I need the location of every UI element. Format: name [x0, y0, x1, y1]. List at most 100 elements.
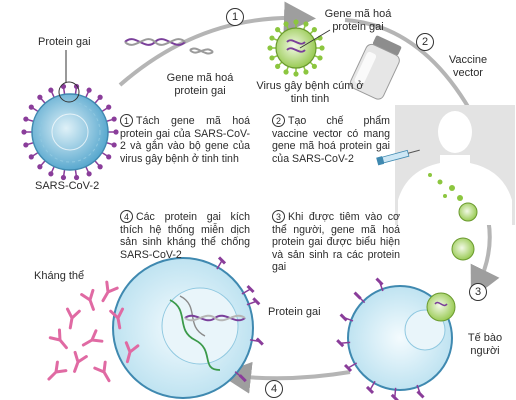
- spike-head: [283, 21, 289, 27]
- vector-virus: [267, 19, 325, 77]
- antibody-shape: [80, 288, 95, 311]
- cell-protein-gai: [336, 277, 425, 400]
- spike-head: [37, 94, 43, 100]
- label-sars-cov-2: SARS-CoV-2: [35, 180, 100, 192]
- protein-gai-head: [365, 385, 375, 395]
- vector-virus-small-2: [451, 237, 475, 261]
- step-number-4: 4: [120, 210, 133, 223]
- protein-gai-head: [375, 277, 384, 286]
- dna-helix-icon: [124, 38, 214, 55]
- protein-gai-head: [252, 297, 261, 306]
- spike-head: [73, 174, 80, 181]
- vector-particles: [428, 173, 463, 201]
- spike-head: [23, 116, 29, 122]
- step-number-1: 1: [120, 114, 133, 127]
- protein-gai-head: [217, 256, 227, 265]
- spike-head: [275, 63, 281, 69]
- syringe-icon: [376, 149, 420, 166]
- vector-virus-small-1: [458, 202, 478, 222]
- spike-head: [269, 35, 275, 41]
- spike-head: [21, 129, 27, 135]
- spike-head: [293, 71, 299, 77]
- label-khang-the: Kháng thể: [34, 270, 85, 282]
- spike-head: [86, 87, 92, 93]
- spike-head: [28, 154, 34, 160]
- protein-gai-head: [353, 291, 362, 300]
- spike-head: [311, 27, 317, 33]
- antibody-shape: [73, 350, 88, 373]
- protein-gai-head: [238, 374, 247, 383]
- step-badge-4: 4: [265, 380, 283, 398]
- spike-head: [97, 164, 103, 170]
- antibody-icon: [109, 307, 125, 330]
- antibody-icon: [47, 360, 68, 381]
- gene-pointer-line: [299, 29, 331, 49]
- antibody-shape: [101, 280, 119, 303]
- spike-head: [269, 55, 275, 61]
- protein-gai-head: [339, 313, 348, 322]
- step-badge-2: 2: [416, 33, 434, 51]
- protein-gai-mark: [347, 362, 358, 369]
- spike-head: [106, 154, 112, 160]
- antibody-icon: [65, 307, 81, 330]
- spike-head: [48, 171, 54, 177]
- spike-head: [60, 174, 67, 181]
- antibody-icon: [101, 280, 119, 303]
- human-cell: [347, 285, 453, 391]
- spike-head: [28, 104, 34, 110]
- antibody-icon: [73, 350, 88, 373]
- spike-head: [37, 164, 43, 170]
- spike-head: [106, 104, 112, 110]
- step-number-3: 3: [272, 210, 285, 223]
- antibody-shape: [93, 360, 111, 383]
- protein-gai-mark: [241, 288, 251, 295]
- antibody-shape: [48, 328, 68, 350]
- antibody-shape: [124, 341, 140, 364]
- spike-head: [48, 87, 54, 93]
- protein-gai-mark: [216, 260, 223, 270]
- spike-head: [111, 116, 117, 122]
- spike-head: [319, 45, 325, 51]
- antibody-icon: [93, 360, 111, 383]
- spike-head: [303, 69, 309, 75]
- antibody-shape: [65, 307, 81, 330]
- step-description-1: Tách gene mã hoá protein gai của SARS-Co…: [120, 115, 250, 165]
- vector-in-cell: [426, 292, 456, 322]
- step-number-2: 2: [272, 114, 285, 127]
- label-gene-ma-hoa-top: Gene mã hoá protein gai: [324, 8, 392, 33]
- label-virus-cum: Virus gây bệnh cúm ở tinh tinh: [256, 80, 364, 105]
- spike-head: [317, 55, 323, 61]
- immune-cell-protein-gai: [216, 256, 264, 383]
- label-te-bao-nguoi: Tế bào người: [467, 332, 503, 357]
- spike-head: [267, 45, 273, 51]
- spike-head: [86, 171, 92, 177]
- step-badge-3: 3: [469, 283, 487, 301]
- protein-gai-head: [246, 284, 255, 294]
- spike-head: [303, 21, 309, 27]
- label-gene-ma-hoa-left: Gene mã hoá protein gai: [166, 72, 234, 97]
- step-badge-1: 1: [226, 8, 244, 26]
- spike-head: [311, 63, 317, 69]
- spike-head: [293, 19, 299, 25]
- label-protein-gai-top: Protein gai: [38, 36, 91, 48]
- spike-head: [113, 129, 119, 135]
- protein-gai-head: [416, 390, 425, 399]
- human-silhouette: [395, 105, 515, 225]
- protein-gai-mark: [369, 380, 376, 391]
- dna-in-immune-cell: [184, 314, 246, 322]
- antibody-shape: [47, 360, 68, 381]
- label-vaccine-vector: Vaccine vector: [448, 54, 488, 79]
- step-description-3: Khi được tiêm vào cơ thể người, gene mã …: [272, 211, 400, 274]
- spike-head: [97, 94, 103, 100]
- sars-cov-2-virus: [21, 83, 119, 181]
- immune-cell: [112, 257, 254, 399]
- protein-gai-mark: [246, 300, 257, 306]
- step-description-2: Tạo chế phẩm vaccine vector có mang gene…: [272, 115, 390, 165]
- antibody-icon: [124, 341, 140, 364]
- label-protein-gai-bottom: Protein gai: [268, 306, 321, 318]
